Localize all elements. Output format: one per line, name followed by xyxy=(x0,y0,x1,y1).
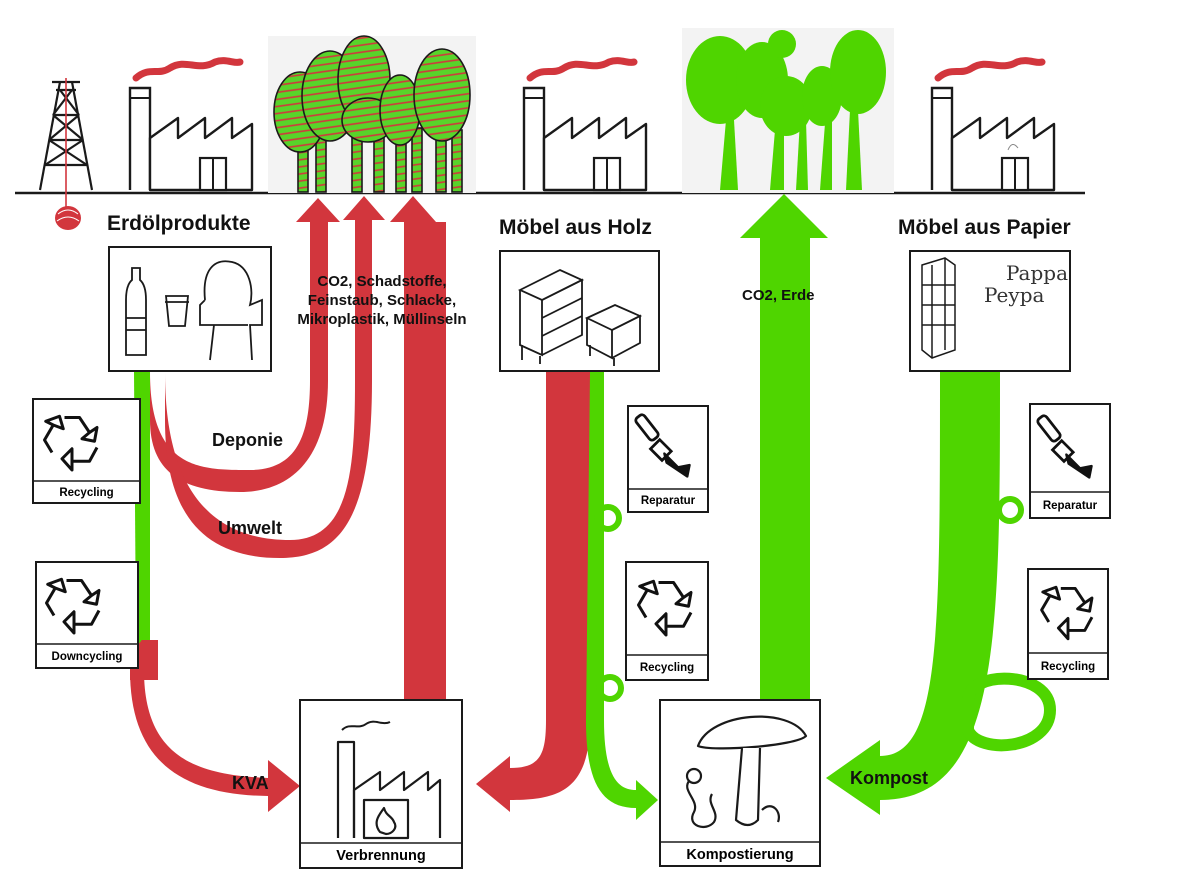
kva-label: KVA xyxy=(232,773,269,793)
emissions-label-line-2: Feinstaub, Schlacke, xyxy=(307,292,457,309)
product-card-papier xyxy=(909,250,1071,372)
pappa-text: Pappa xyxy=(1006,261,1069,285)
red-flows xyxy=(130,196,590,812)
polluted-forest-icon xyxy=(268,35,476,193)
card-reparatur-mid xyxy=(627,405,709,513)
deponie-label: Deponie xyxy=(212,430,284,450)
product-card-holz xyxy=(499,250,660,372)
caption-kompostierung: Kompostierung xyxy=(686,846,794,863)
target-verbrennung xyxy=(299,699,463,869)
card-recycling-left xyxy=(32,398,141,504)
kompost-label: Kompost xyxy=(850,768,928,788)
caption-downcycling-left: Downcycling xyxy=(51,650,123,663)
factory-icon-2 xyxy=(522,57,648,192)
caption-verbrennung: Verbrennung xyxy=(336,848,426,864)
caption-reparatur-right: Reparatur xyxy=(1042,499,1098,512)
umwelt-label: Umwelt xyxy=(218,518,283,538)
factory-icon-1 xyxy=(128,57,254,192)
heading-erdoelprodukte: Erdölprodukte xyxy=(107,212,251,235)
card-reparatur-right xyxy=(1029,403,1111,519)
emissions-label-line-3: Mikroplastik, Müllinseln xyxy=(297,311,467,328)
green-flows xyxy=(114,194,1057,820)
peypa-text: Peypa xyxy=(984,283,1045,307)
emissions-label-line-1: CO2, Schadstoffe, xyxy=(317,273,447,290)
target-kompostierung xyxy=(659,699,821,867)
oil-derrick-icon xyxy=(38,78,94,210)
heading-moebel-papier: Möbel aus Papier xyxy=(898,216,1071,239)
caption-recycling-left: Recycling xyxy=(59,486,114,499)
card-recycling-mid xyxy=(625,561,709,681)
caption-recycling-right: Recycling xyxy=(1040,660,1096,673)
factory-icon-3 xyxy=(930,57,1056,192)
product-card-erdoel xyxy=(108,246,272,372)
caption-recycling-mid: Recycling xyxy=(639,662,695,674)
co2-erde-label: CO2, Erde xyxy=(742,287,815,304)
oil-drop-icon xyxy=(55,206,81,230)
card-recycling-right xyxy=(1027,568,1109,680)
caption-reparatur-mid: Reparatur xyxy=(640,495,696,507)
pappa-peypa-logo: Pappa Peypa xyxy=(966,262,1068,306)
heading-moebel-holz: Möbel aus Holz xyxy=(499,216,652,239)
card-downcycling-left xyxy=(35,561,139,669)
healthy-forest-icon xyxy=(682,28,894,193)
emissions-label: CO2, Schadstoffe, Feinstaub, Schlacke, M… xyxy=(282,272,482,329)
